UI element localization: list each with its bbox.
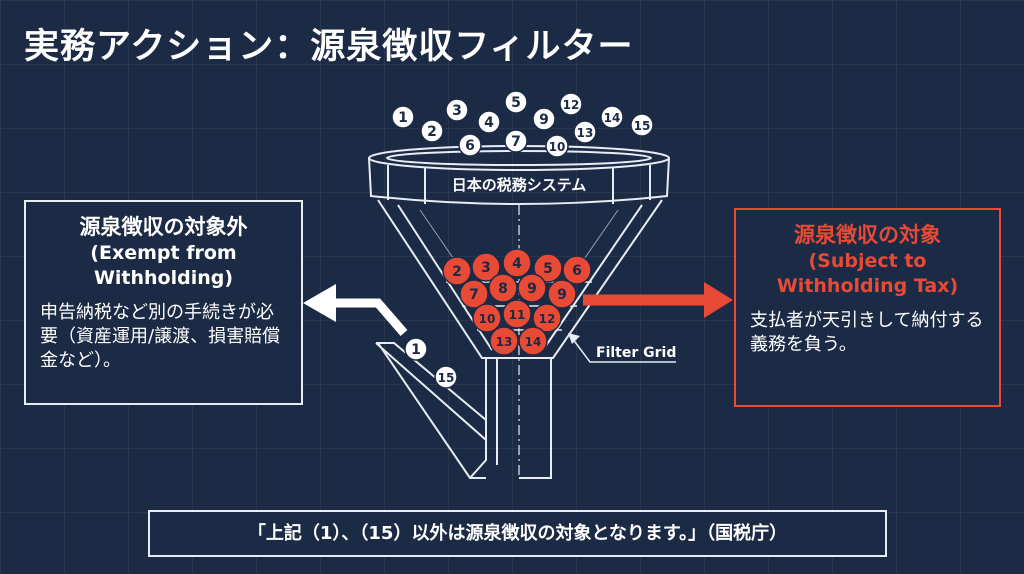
input-ball-label: 4: [484, 115, 494, 131]
input-ball-label: 2: [427, 124, 437, 140]
filtered-ball-label: 3: [481, 260, 491, 276]
exempt-heading: 源泉徴収の対象外: [79, 215, 248, 239]
page-title: 実務アクション：源泉徴収フィルター: [24, 27, 634, 67]
filtered-ball-label: 6: [572, 263, 582, 279]
filtered-ball: [471, 252, 501, 282]
exempt-ball-label: 15: [438, 371, 455, 385]
filtered-ball: [502, 248, 532, 278]
filter-grid-label: Filter Grid: [596, 345, 676, 361]
filtered-ball-label: 9: [527, 281, 537, 297]
filtered-ball: [489, 326, 519, 356]
input-ball-label: 12: [563, 98, 580, 112]
input-ball-label: 13: [577, 126, 594, 140]
filtered-ball-label: 4: [512, 256, 522, 272]
input-ball-label: 15: [634, 119, 651, 133]
filtered-ball-label: 13: [496, 335, 513, 349]
filtered-ball: [562, 255, 592, 285]
input-ball-label: 9: [539, 112, 549, 128]
funnel-cone: [377, 199, 663, 359]
input-ball: [600, 105, 624, 129]
filtered-ball-label: 11: [509, 308, 526, 322]
subject-body: 支払者が天引きして納付する義務を負う。: [750, 310, 984, 355]
filtered-ball-label: 9: [557, 287, 567, 303]
input-ball: [630, 113, 654, 137]
filtered-ball: [502, 299, 532, 329]
filtered-ball: [472, 303, 502, 333]
input-ball-label: 14: [604, 111, 621, 125]
filtered-ball: [517, 273, 547, 303]
input-ball-label: 3: [452, 103, 462, 119]
footer-quote: 「上記（1）、（15）以外は源泉徴収の対象となります。」（国税庁）: [148, 510, 887, 557]
input-ball: [573, 120, 597, 144]
subject-subheading: (Subject to Withholding Tax): [776, 250, 959, 297]
exempt-ball-label: 1: [411, 342, 421, 358]
filtered-ball-label: 2: [452, 264, 462, 280]
input-ball: [532, 107, 556, 131]
input-ball: [391, 105, 415, 129]
input-ball-label: 1: [398, 110, 408, 126]
exempt-chute: [375, 342, 487, 479]
input-ball: [545, 134, 569, 158]
funnel-rim-band: [368, 157, 670, 205]
input-ball-label: 6: [465, 138, 475, 154]
filtered-ball: [532, 303, 562, 333]
filtered-ball-label: 12: [539, 312, 556, 326]
input-ball-label: 5: [511, 95, 521, 111]
exempt-body: 申告納税など別の手続きが必要（資産運用/譲渡、損害賠償金など）。: [40, 302, 281, 371]
filtered-ball: [488, 273, 518, 303]
funnel-label: 日本の税務システム: [452, 176, 587, 194]
input-ball: [504, 129, 528, 153]
filtered-ball: [518, 326, 548, 356]
filtered-ball: [533, 253, 563, 283]
input-ball: [477, 110, 501, 134]
filtered-ball: [442, 256, 472, 286]
filtered-ball: [459, 279, 489, 309]
filtered-ball-label: 5: [543, 261, 553, 277]
exempt-ball: [434, 365, 458, 389]
filtered-ball-label: 7: [469, 287, 479, 303]
exempt-box: 源泉徴収の対象外 (Exempt from Withholding) 申告納税な…: [24, 200, 303, 405]
exempt-ball: [404, 337, 428, 361]
input-ball-label: 10: [549, 140, 566, 154]
filtered-ball-label: 10: [479, 312, 496, 326]
exempt-subheading: (Exempt from Withholding): [90, 242, 237, 289]
subject-heading: 源泉徴収の対象: [794, 223, 941, 247]
subject-box: 源泉徴収の対象 (Subject to Withholding Tax) 支払者…: [734, 208, 1001, 407]
input-ball: [504, 90, 528, 114]
input-ball: [420, 119, 444, 143]
filtered-ball: [547, 279, 577, 309]
filtered-ball-label: 14: [525, 335, 542, 349]
exempt-arrow: [330, 298, 408, 336]
input-ball: [559, 92, 583, 116]
input-ball: [445, 98, 469, 122]
input-ball-label: 7: [511, 134, 521, 150]
filtered-ball-label: 8: [498, 281, 508, 297]
input-ball: [458, 133, 482, 157]
